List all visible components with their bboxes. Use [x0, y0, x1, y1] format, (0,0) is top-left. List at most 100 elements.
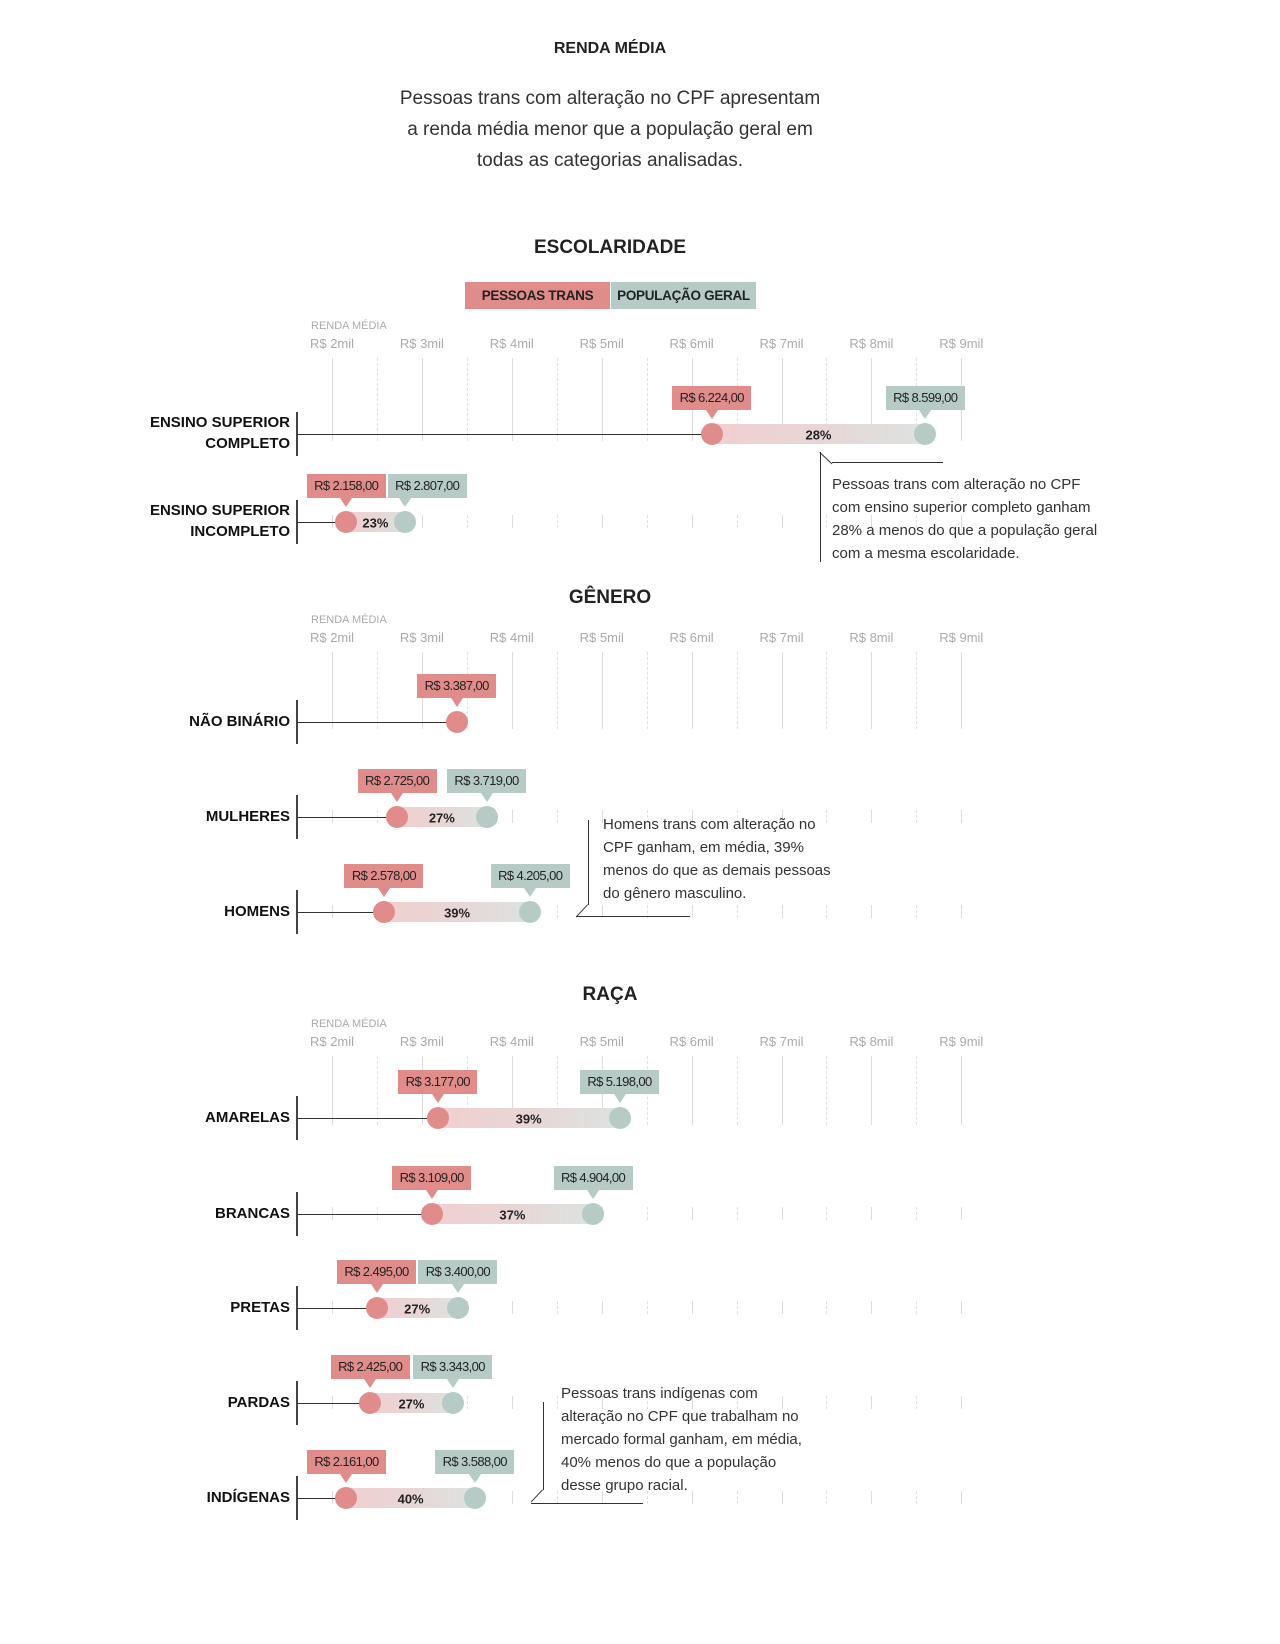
geral-value-label: R$ 4.205,00 [490, 864, 570, 888]
page-title: RENDA MÉDIA [553, 40, 667, 57]
gridline [376, 1056, 378, 1125]
gridline-tick [556, 905, 558, 918]
gridline-tick [916, 515, 918, 528]
gap-bar [383, 902, 531, 922]
gap-percent: 39% [515, 1111, 542, 1127]
row-label: NÃO BINÁRIO [189, 713, 290, 730]
gridline-tick [871, 1301, 873, 1314]
gridline-tick [332, 1301, 333, 1314]
gridline-tick [826, 1491, 828, 1504]
geral-value-label: R$ 4.904,00 [553, 1166, 633, 1190]
gridline-tick [691, 905, 693, 918]
gridline [781, 652, 783, 729]
gap-percent: 23% [362, 515, 389, 531]
gap-percent: 39% [444, 905, 471, 921]
gap-bar [397, 807, 487, 827]
gridline [466, 358, 468, 441]
gap-percent: 27% [404, 1301, 431, 1317]
annotation-leader [832, 462, 943, 463]
gridline-tick [736, 1301, 738, 1314]
geral-pointer [613, 1094, 626, 1103]
gridline-tick [826, 1301, 828, 1314]
annotation-leader [576, 916, 690, 917]
geral-pointer [587, 1190, 600, 1199]
axis-tick-label: R$ 6mil [669, 630, 714, 645]
gridline [781, 358, 783, 441]
gridline [916, 1056, 918, 1125]
gridline [961, 1056, 963, 1125]
row-baseline [297, 1118, 438, 1119]
geral-value-label: R$ 2.807,00 [387, 474, 467, 498]
gridline-tick [871, 1207, 873, 1220]
trans-value-label: R$ 2.578,00 [344, 864, 424, 888]
gridline [332, 652, 333, 729]
gridline-tick [691, 1301, 693, 1314]
gridline-tick [961, 810, 963, 823]
gridline-tick [781, 1396, 783, 1409]
gridline-tick [511, 515, 513, 528]
axis-tick-label: R$ 9mil [939, 630, 984, 645]
gridline-tick [781, 905, 783, 918]
gridline-tick [691, 1207, 693, 1220]
geral-dot [446, 1297, 469, 1319]
geral-dot [914, 423, 937, 445]
row-label: ENSINO SUPERIOR COMPLETO [149, 414, 290, 452]
axis-tick-label: R$ 7mil [759, 1034, 804, 1049]
gridline-tick [646, 1491, 648, 1504]
gridline [646, 652, 648, 729]
gridline-tick [781, 1301, 783, 1314]
gridline-tick [736, 1207, 738, 1220]
row-label: BRANCAS [215, 1205, 290, 1222]
gridline-tick [511, 1301, 513, 1314]
gridline-tick [826, 515, 828, 528]
gridline-tick [916, 1207, 918, 1220]
trans-dot [445, 711, 468, 733]
trans-value-label: R$ 3.109,00 [392, 1166, 472, 1190]
axis-tick-label: R$ 8mil [849, 630, 894, 645]
gridline-tick [332, 810, 333, 823]
gridline [736, 652, 738, 729]
axis-tick-label: R$ 7mil [759, 630, 804, 645]
axis-tick-label: R$ 2mil [309, 1034, 355, 1049]
gridline-tick [646, 905, 648, 918]
gridline [601, 358, 603, 441]
gridline-tick [826, 905, 828, 918]
trans-pointer [450, 698, 463, 707]
geral-dot [463, 1487, 486, 1509]
trans-value-label: R$ 3.177,00 [398, 1070, 478, 1094]
trans-value-label: R$ 2.161,00 [306, 1450, 386, 1474]
gridline-tick [646, 1301, 648, 1314]
gridline-tick [601, 1491, 603, 1504]
axis-tick-label: R$ 2mil [309, 630, 355, 645]
gridline-tick [916, 810, 918, 823]
geral-dot [582, 1203, 605, 1225]
row-baseline [297, 1403, 371, 1404]
gridline-tick [871, 810, 873, 823]
annotation-text: Pessoas trans indígenas com alteração no… [561, 1385, 802, 1494]
row-label: MULHERES [205, 808, 290, 825]
trans-dot [359, 1392, 382, 1414]
geral-dot [393, 511, 416, 533]
gridline [691, 1056, 693, 1125]
gridline [826, 358, 828, 441]
axis-caption: RENDA MÉDIA [311, 320, 387, 332]
section-title: RAÇA [582, 984, 638, 1005]
annotation-leader [531, 1503, 643, 1504]
row-baseline [297, 434, 712, 435]
gridline [781, 1056, 783, 1125]
trans-value-label: R$ 2.725,00 [357, 769, 437, 793]
trans-value-label: R$ 2.425,00 [330, 1355, 410, 1379]
axis-caption: RENDA MÉDIA [311, 1018, 387, 1030]
trans-pointer [431, 1094, 444, 1103]
row-label: PARDAS [227, 1394, 290, 1411]
gridline [736, 1056, 738, 1125]
annotation-text: Pessoas trans com alteração no CPF com e… [832, 476, 1098, 562]
legend-trans: PESSOAS TRANS [465, 282, 610, 309]
gridline-tick [332, 1207, 333, 1220]
gridline-tick [736, 1491, 738, 1504]
gridline [332, 1056, 333, 1125]
gridline-tick [916, 1301, 918, 1314]
gridline-tick [646, 1207, 648, 1220]
gridline-tick [332, 1491, 333, 1504]
geral-pointer [468, 1474, 481, 1483]
